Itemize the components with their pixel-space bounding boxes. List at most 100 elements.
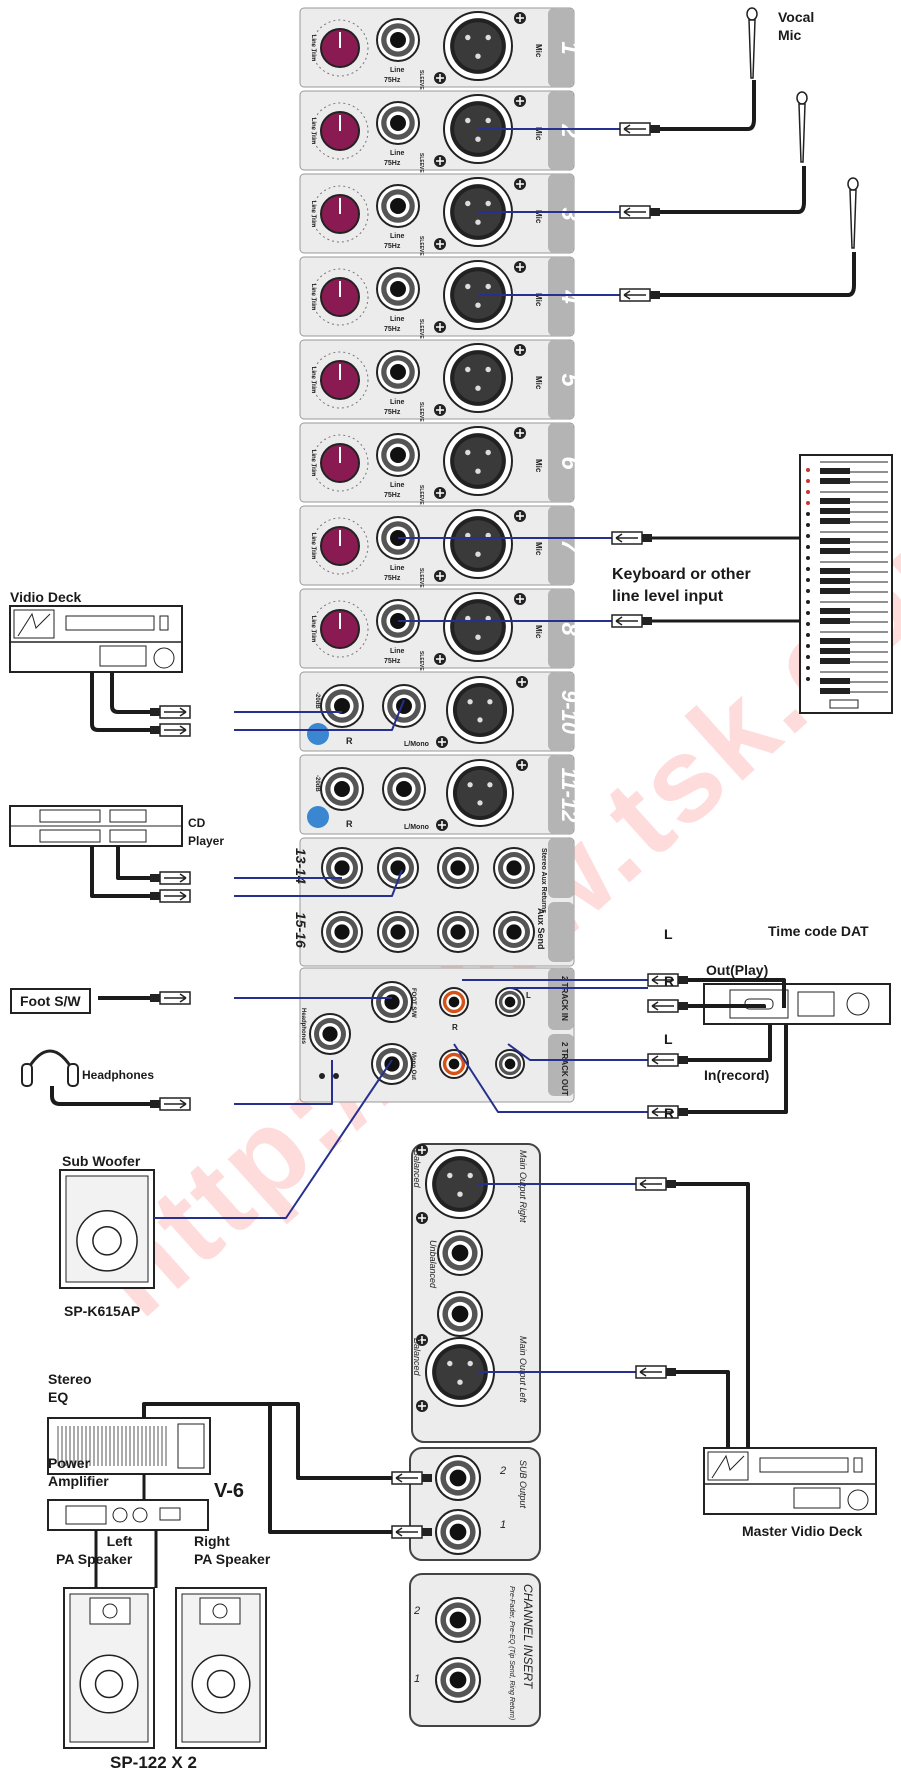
dat-out-r-label: R [664, 972, 674, 990]
time-code-dat-label: Time code DAT [768, 922, 869, 940]
svg-text:Aux Send: Aux Send [536, 908, 546, 950]
svg-text:Line: Line [390, 150, 404, 157]
svg-text:Mic: Mic [534, 44, 543, 58]
svg-text:Line Trim: Line Trim [310, 533, 316, 560]
out-play-label: Out(Play) [706, 961, 768, 979]
master-video-deck [704, 1448, 876, 1514]
svg-text:Line: Line [390, 233, 404, 240]
svg-text:Line: Line [390, 482, 404, 489]
video-deck-cable-l [92, 672, 190, 730]
cd-player [10, 806, 182, 846]
svg-text:Line Trim: Line Trim [310, 201, 316, 228]
svg-text:SLEEVE: SLEEVE [418, 568, 424, 588]
channel-strip-2: 2Line TrimLine75HzSLEEVEMic [300, 91, 583, 173]
svg-text:Line: Line [390, 399, 404, 406]
power-amp-label: Power Amplifier [48, 1454, 109, 1490]
svg-text:Line Trim: Line Trim [310, 367, 316, 394]
svg-text:-20dB: -20dB [314, 775, 320, 792]
svg-text:Line: Line [390, 648, 404, 655]
svg-text:Line Trim: Line Trim [310, 616, 316, 643]
svg-text:Mic: Mic [534, 376, 543, 390]
stereo-channel-11-12: 11-12RL/Mono-20dB [300, 755, 582, 834]
svg-text:2 TRACK IN: 2 TRACK IN [560, 976, 569, 1021]
svg-text:Line Trim: Line Trim [310, 35, 316, 62]
svg-text:Mic: Mic [534, 625, 543, 639]
svg-text:Pre-Fader, Pre-EQ (Tip Send, R: Pre-Fader, Pre-EQ (Tip Send, Ring Return… [508, 1586, 515, 1720]
channel-number: 3 [556, 207, 583, 221]
cd-cable-l [92, 846, 190, 896]
svg-text:Line: Line [390, 67, 404, 74]
mic-cable [660, 252, 854, 295]
sub-woofer-model: SP-K615AP [64, 1302, 140, 1320]
svg-text:2: 2 [499, 1465, 506, 1477]
cable-plug [636, 1366, 676, 1378]
vocal-mic-3 [848, 178, 858, 248]
svg-text:Main Output Right: Main Output Right [518, 1150, 528, 1223]
channel-strip-3: 3Line TrimLine75HzSLEEVEMic [300, 174, 583, 256]
keyboard-label: Keyboard or other line level input [612, 564, 751, 608]
svg-text:75Hz: 75Hz [384, 326, 401, 333]
svg-text:2: 2 [413, 1605, 420, 1617]
svg-text:75Hz: 75Hz [384, 492, 401, 499]
svg-text:SLEEVE: SLEEVE [418, 236, 424, 256]
main-out-left-cable [676, 1372, 728, 1448]
svg-text:SLEEVE: SLEEVE [418, 402, 424, 422]
sub-woofer-label: Sub Woofer [62, 1152, 140, 1170]
foot-sw-label: Foot S/W [10, 988, 91, 1014]
aux-section: Stereo Aux ReturnsAux Send13-1415-16 [293, 838, 574, 966]
cable-plug [620, 206, 660, 218]
channel-strip-4: 4Line TrimLine75HzSLEEVEMic [300, 257, 583, 339]
svg-text:SLEEVE: SLEEVE [418, 70, 424, 90]
speaker-model-label: SP-122 X 2 [110, 1754, 197, 1772]
cable-plug [150, 992, 190, 1004]
master-deck-label: Master Vidio Deck [742, 1522, 862, 1540]
cable-plug [648, 1054, 688, 1066]
svg-text:L/Mono: L/Mono [404, 824, 429, 831]
dat-in-l-label: L [664, 1030, 673, 1048]
channel-strip-6: 6Line TrimLine75HzSLEEVEMic [300, 423, 583, 505]
svg-text:Stereo Aux Returns: Stereo Aux Returns [540, 848, 547, 913]
svg-text:Line Trim: Line Trim [310, 284, 316, 311]
svg-text:2 TRACK OUT: 2 TRACK OUT [560, 1042, 569, 1096]
main-out-right-cable [676, 1184, 748, 1448]
channel-number: 8 [556, 622, 583, 636]
svg-text:R: R [452, 1023, 458, 1032]
svg-text:Balanced: Balanced [412, 1338, 422, 1377]
keyboard [800, 455, 892, 713]
cable-plug [636, 1178, 676, 1190]
svg-text:SLEEVE: SLEEVE [418, 319, 424, 339]
sub-woofer [60, 1170, 154, 1288]
cable-plug [150, 890, 190, 902]
svg-text:75Hz: 75Hz [384, 77, 401, 84]
svg-text:Unbalanced: Unbalanced [428, 1240, 438, 1289]
channel-number: 2 [556, 123, 583, 138]
svg-text:Line: Line [390, 316, 404, 323]
video-deck [10, 606, 182, 672]
svg-text:FOOT S/W: FOOT S/W [410, 988, 416, 1018]
svg-text:Balanced: Balanced [412, 1150, 422, 1189]
cable-plug [620, 123, 660, 135]
svg-text:75Hz: 75Hz [384, 160, 401, 167]
svg-text:1: 1 [500, 1519, 506, 1531]
svg-text:Line Trim: Line Trim [310, 450, 316, 477]
cable-plug [150, 724, 190, 736]
mic-cable [660, 80, 754, 129]
channel-number: 4 [556, 289, 583, 303]
pad-led [307, 806, 329, 828]
svg-text:Headphones: Headphones [300, 1008, 306, 1045]
svg-text:75Hz: 75Hz [384, 409, 401, 416]
svg-text:1: 1 [414, 1673, 420, 1685]
channel-number: 6 [556, 456, 583, 470]
svg-text:75Hz: 75Hz [384, 575, 401, 582]
svg-text:15-16: 15-16 [293, 912, 309, 948]
svg-text:SLEEVE: SLEEVE [418, 651, 424, 671]
cable-plug [648, 1000, 688, 1012]
stereo-eq-label: Stereo EQ [48, 1370, 92, 1406]
svg-text:R: R [346, 819, 353, 829]
sub-out-1-cable [270, 1404, 392, 1532]
svg-text:SLEEVE: SLEEVE [418, 485, 424, 505]
right-speaker-label: Right PA Speaker [194, 1532, 270, 1568]
